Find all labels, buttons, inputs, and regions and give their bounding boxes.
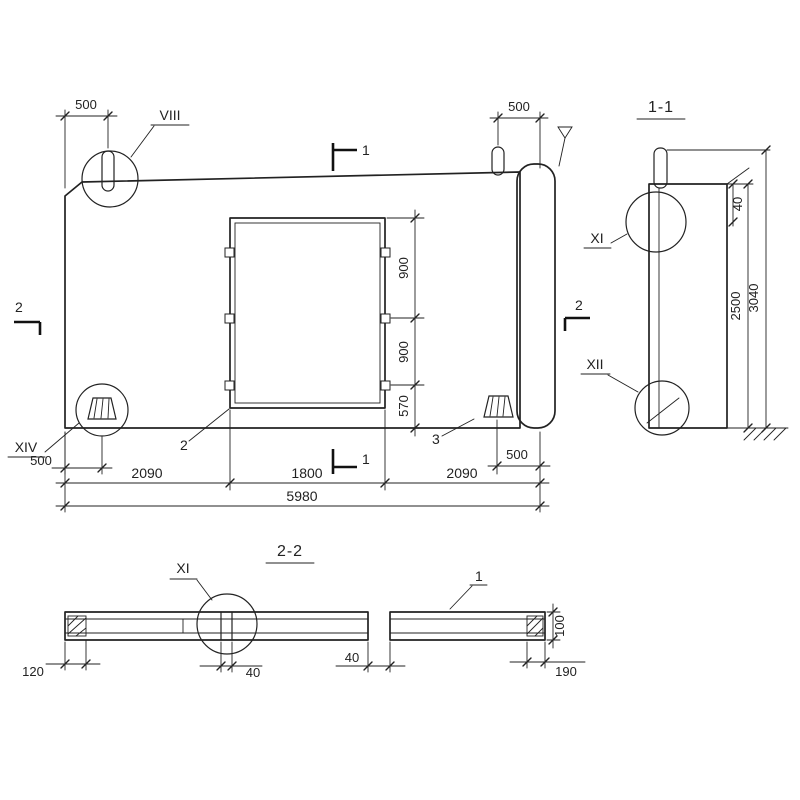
detail-xiv-label: XIV [15,439,38,455]
section-mark-1-bottom: 1 [331,449,370,474]
part-1-label: 1 [475,568,483,584]
detail-xi-plan-label: XI [176,560,189,576]
dim-40-joint: 40 [199,641,263,680]
detail-label-xi-section: XI [583,230,628,249]
part-label-1: 1 [449,568,488,610]
dim-1800-label: 1800 [291,465,322,481]
dim-500-top-right: 500 [489,99,549,169]
dim-40-gap-label: 40 [345,650,359,665]
side-rail [516,163,556,429]
section-1-bottom-label: 1 [362,451,370,467]
detail-circle-xiv [75,383,129,437]
section-1-1-view: 1-1 XI XII 40 [580,99,789,441]
dim-40-section-label: 40 [730,197,745,211]
dim-100-label: 100 [552,615,567,637]
part-2-label: 2 [180,437,188,453]
section-2-2-view: 2-2 XI 1 [22,543,586,680]
level-mark [557,126,573,167]
detail-circle-xi-plan [196,593,258,655]
dim-chain-bottom: 2090 1800 2090 5980 [55,409,550,513]
detail-label-xiv: XIV [7,422,80,458]
dim-570-label: 570 [396,395,411,417]
part-label-2: 2 [180,408,230,453]
detail-viii-label: VIII [159,107,180,123]
detail-label-xii: XII [580,356,639,393]
dim-500-top-left: 500 [55,97,118,189]
dim-900-lower-label: 900 [396,341,411,363]
dim-chain-vertical-opening: 900 900 570 [386,209,425,437]
lifting-loop-top-left [101,150,115,192]
lifting-loop-top-right [491,146,505,176]
dim-40-gap: 40 [335,641,406,673]
dim-40-joint-label: 40 [246,665,260,680]
dim-100-thickness: 100 [546,603,567,649]
dim-500-bottom-right: 500 [487,419,551,475]
dim-500-bottom-left: 500 [30,431,113,475]
slab-section-body [648,183,728,429]
detail-xi-label: XI [590,230,603,246]
detail-circle-xi-section [625,191,687,253]
dim-190: 190 [509,641,586,679]
opening-outer-frame [229,217,386,409]
support-pad-right [483,395,514,418]
section-2-left-label: 2 [15,299,23,315]
section-1-1-dims: 40 2500 3040 [666,145,789,441]
section-2-2-title: 2-2 [277,543,303,560]
part-label-3: 3 [432,418,475,447]
detail-circle-viii [81,150,139,208]
dim-120-label: 120 [22,664,44,679]
section-mark-1-top: 1 [331,142,370,171]
opening-connection-squares [224,247,391,391]
section-1-1-title: 1-1 [648,99,674,116]
section-mark-2-right: 2 [563,297,590,331]
opening-inner-frame [234,222,381,404]
dim-2090-left-label: 2090 [131,465,162,481]
main-plan-view: VIII XIV 500 500 [7,97,590,513]
dim-190-label: 190 [555,664,577,679]
section-2-right-label: 2 [575,297,583,313]
detail-label-viii: VIII [130,107,190,158]
lifting-loop-section [653,147,668,189]
dim-500-bottom-left-label: 500 [30,453,52,468]
detail-circle-xii [634,380,690,436]
panel-outline [64,171,521,429]
dim-2090-right-label: 2090 [446,465,477,481]
detail-xii-label: XII [586,356,603,372]
support-pad-left [87,397,117,420]
slab-right-section [389,611,546,641]
dim-500-top-left-label: 500 [75,97,97,112]
dim-2500-label: 2500 [728,292,743,321]
dim-500-top-right-label: 500 [508,99,530,114]
section-mark-2-left: 2 [14,299,42,335]
detail-label-xi-plan: XI [169,560,213,601]
dim-900-upper-label: 900 [396,257,411,279]
section-1-top-label: 1 [362,142,370,158]
slab-left-section [64,611,369,641]
dim-500-bottom-right-label: 500 [506,447,528,462]
dim-5980-label: 5980 [286,488,317,504]
dim-120: 120 [22,639,101,679]
part-3-label: 3 [432,431,440,447]
dim-3040-label: 3040 [746,284,761,313]
